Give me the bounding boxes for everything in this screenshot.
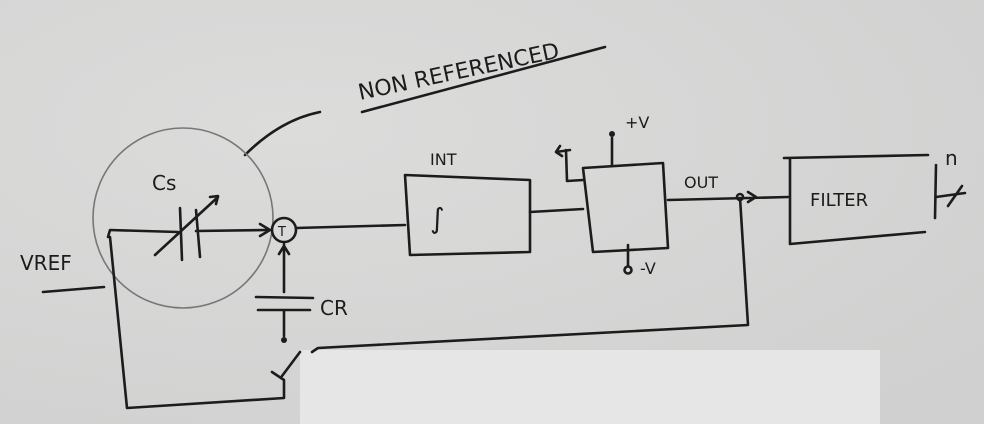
integral-symbol: ∫ bbox=[430, 202, 445, 235]
glare bbox=[300, 350, 880, 424]
switch-blade bbox=[280, 350, 302, 378]
t-node bbox=[270, 216, 298, 244]
out-node bbox=[735, 192, 745, 202]
int-label: INT bbox=[430, 150, 457, 169]
minus-v-label: -V bbox=[640, 259, 656, 278]
sensor-circle bbox=[92, 127, 274, 309]
variable-arrow bbox=[153, 194, 220, 257]
t-to-int-wire bbox=[294, 223, 407, 230]
cs-wire bbox=[106, 228, 270, 239]
label-underline bbox=[360, 45, 607, 114]
cr-wire bbox=[277, 242, 291, 294]
cr-label: CR bbox=[320, 296, 348, 320]
callout-line bbox=[243, 110, 322, 157]
cr-capacitor bbox=[254, 295, 315, 338]
output-bus bbox=[934, 184, 967, 208]
ground-icon bbox=[554, 144, 585, 183]
ground-loop-wire bbox=[108, 235, 286, 410]
minus-v-terminal bbox=[623, 265, 633, 275]
integrator-block bbox=[403, 173, 532, 257]
filter-block bbox=[782, 153, 930, 246]
feedback-wire bbox=[310, 196, 750, 354]
plus-v-terminal bbox=[609, 131, 615, 137]
vref-label: VREF bbox=[20, 251, 72, 275]
comparator-block bbox=[581, 161, 670, 254]
arrow-head bbox=[258, 222, 272, 238]
filter-right-edge bbox=[933, 163, 938, 220]
plus-v-label: +V bbox=[625, 113, 649, 132]
filter-label: FILTER bbox=[810, 190, 868, 211]
out-label: OUT bbox=[684, 173, 718, 192]
cr-terminal bbox=[281, 337, 287, 343]
t-label: T bbox=[277, 225, 286, 240]
out-wire bbox=[666, 190, 790, 204]
vref-line bbox=[41, 285, 106, 294]
n-label: n bbox=[945, 146, 958, 170]
int-to-amp-wire bbox=[528, 207, 585, 214]
cs-label: Cs bbox=[152, 171, 176, 195]
